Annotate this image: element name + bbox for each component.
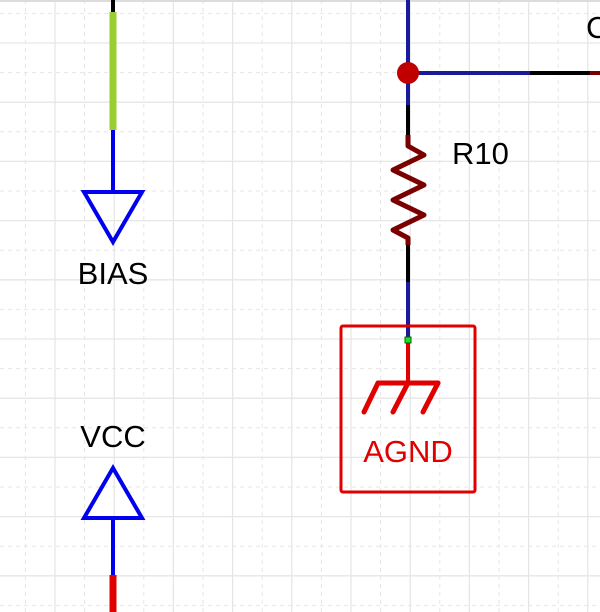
resistor-r10[interactable]: R10 [390, 105, 509, 340]
bias-port-icon[interactable] [80, 190, 146, 246]
bias-net[interactable]: BIAS [78, 0, 149, 291]
partial-component-label: C [586, 10, 600, 45]
vcc-label: VCC [80, 419, 145, 454]
selection-box [339, 324, 477, 494]
junction-dot[interactable] [397, 62, 419, 84]
agnd-symbol[interactable]: AGND [339, 324, 477, 494]
analog-ground-icon [361, 380, 441, 415]
resistor-icon[interactable] [390, 135, 427, 245]
agnd-label: AGND [363, 434, 453, 469]
vcc-net[interactable]: VCC [80, 419, 146, 612]
bias-label: BIAS [78, 256, 149, 291]
vcc-power-icon[interactable] [80, 464, 146, 520]
pin-handle[interactable] [404, 336, 412, 344]
main-net[interactable]: C [397, 0, 600, 105]
resistor-designator: R10 [452, 136, 509, 171]
